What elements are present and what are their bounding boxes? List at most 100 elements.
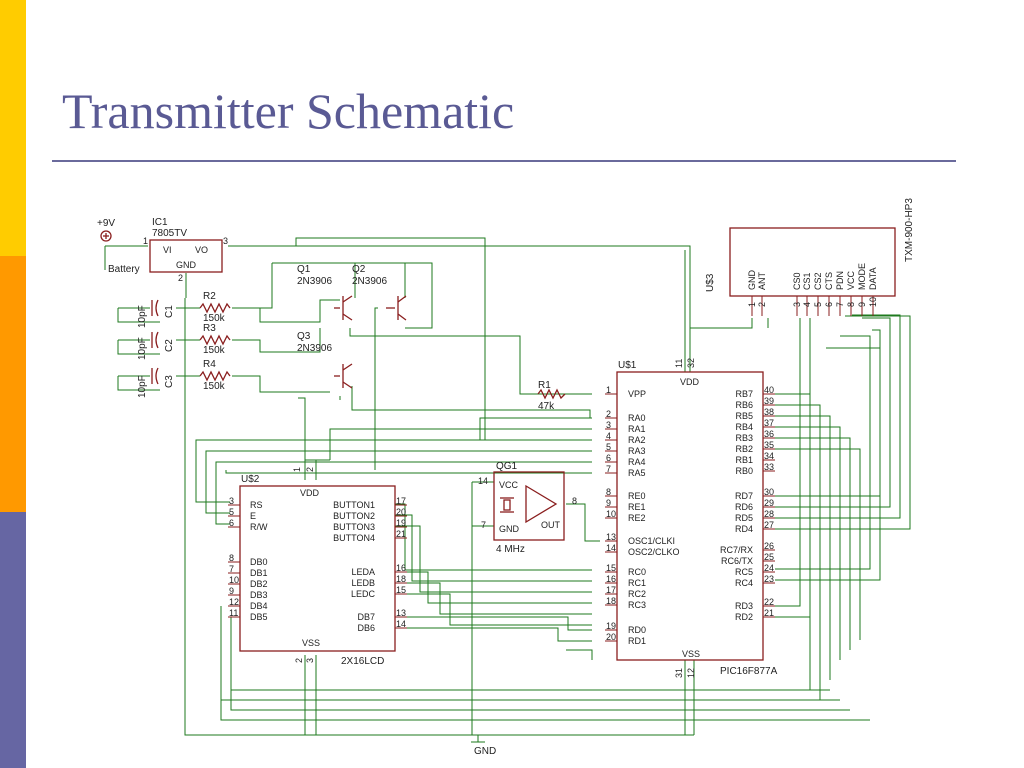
resistors: R2 150k R3 150k R4 150k R1 47k [199,291,566,412]
qg1-oscillator: QG1 4 MHz VCC GND OUT 14 7 8 [478,461,577,555]
q1-ref: Q1 [297,264,311,275]
u1-pin-name: RC1 [628,578,646,588]
u1-pin-name: RA3 [628,446,646,456]
u1-pin-name: OSC1/CLKI [628,536,675,546]
c3-value: 10pF [137,375,148,398]
u3-transmitter-module: U$3 TXM-900-HP3 GND1ANT2CS03CS14CS25CTS6… [705,198,915,316]
u1-pin-name: RA4 [628,457,646,467]
ic1-pin-2: 2 [178,273,183,283]
u2-pin-name: DB1 [250,568,268,578]
u1-pin-number: 16 [606,574,616,584]
u3-pin-name: CS1 [802,272,812,290]
u1-pin-name: RA5 [628,468,646,478]
u2-pin-name: BUTTON1 [333,500,375,510]
u3-pin-number: 1 [747,302,757,307]
battery-label: Battery [108,264,140,275]
u3-pin-number: 10 [868,297,878,307]
u2-vss-pin-3: 3 [305,658,315,663]
u1-pin-number: 19 [606,621,616,631]
u1-pin-number: 13 [606,532,616,542]
u2-vdd-pin-2: 2 [305,467,315,472]
u1-left-pin-19: 19 RD0 [605,621,646,635]
accent-band-yellow [0,0,26,256]
u2-pin-name: RS [250,500,263,510]
u2-pin-number: 10 [229,575,239,585]
u2-pin-number: 14 [396,619,406,629]
transistor-q3: Q3 2N3906 [297,331,353,389]
u1-pin-name: RE1 [628,502,646,512]
u1-ref: U$1 [618,360,637,371]
gnd-label: GND [474,746,496,757]
ic1-pin-3: 3 [223,236,228,246]
c1-value: 10pF [137,305,148,328]
u3-pin-name: GND [747,270,757,291]
u1-pin-name: RD0 [628,625,646,635]
qg1-pin-7: 7 [481,520,486,530]
u1-pin-number: 14 [606,543,616,553]
u1-pin-number: 3 [606,420,611,430]
u1-pin-name: RD6 [735,502,753,512]
u2-ref: U$2 [241,474,260,485]
accent-band-orange [0,256,26,512]
ground-symbol: GND [474,746,496,757]
u1-pin-number: 39 [764,396,774,406]
ic1-regulator: IC1 7805TV VI VO GND 1 2 3 [143,217,228,283]
qg1-pin-14: 14 [478,476,488,486]
u1-pin-name: RA2 [628,435,646,445]
u2-pin-number: 18 [396,574,406,584]
u1-pin-number: 34 [764,451,774,461]
u1-pin-number: 38 [764,407,774,417]
r2-value: 150k [203,313,226,324]
u3-pin-number: 8 [846,302,856,307]
slide-title: Transmitter Schematic [62,83,515,139]
c2-value: 10pF [137,337,148,360]
u1-pin-number: 21 [764,608,774,618]
u1-vdd-pin-11: 11 [674,359,684,368]
ic1-value: 7805TV [152,228,187,239]
u2-pin-number: 8 [229,553,234,563]
u3-pin-number: 7 [835,302,845,307]
u1-pin-name: RB3 [735,433,753,443]
u1-pin-number: 20 [606,632,616,642]
u1-pin-number: 10 [606,509,616,519]
q3-ref: Q3 [297,331,311,342]
u2-pin-number: 19 [396,518,406,528]
u1-pin-name: RD1 [628,636,646,646]
u1-pin-number: 27 [764,520,774,530]
u1-pin-number: 30 [764,487,774,497]
u2-pin-number: 17 [396,496,406,506]
u2-pin-name: LEDB [351,578,375,588]
c1-ref: C1 [164,305,175,318]
u2-pin-name: DB0 [250,557,268,567]
u1-pin-number: 5 [606,442,611,452]
u2-pin-name: LEDA [351,567,375,577]
